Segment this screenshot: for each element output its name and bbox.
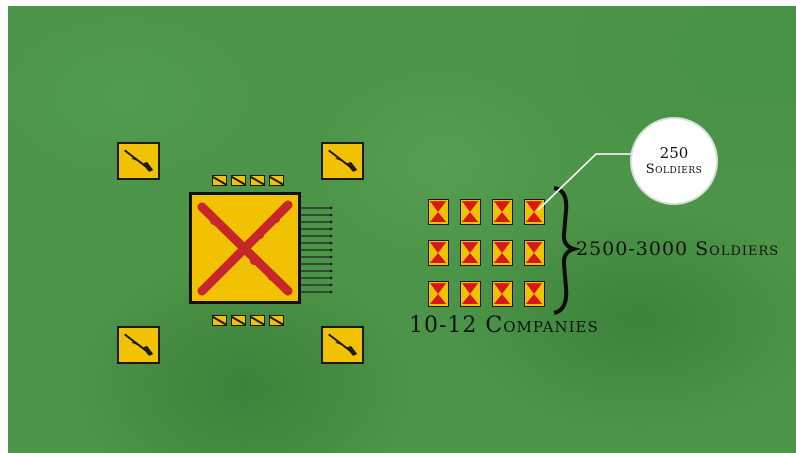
callout-unit: Soldiers [645, 162, 703, 177]
hourglass-icon [525, 283, 543, 304]
musketeer-box-bottom-right [321, 326, 364, 364]
rifle-icon [328, 333, 358, 356]
company-unit [492, 281, 513, 307]
hourglass-icon [429, 242, 447, 263]
musketeer-box-top-right [321, 142, 364, 180]
company-unit [460, 281, 481, 307]
hourglass-icon [493, 283, 511, 304]
company-unit [428, 281, 449, 307]
hourglass-icon [461, 242, 479, 263]
hourglass-icon [429, 283, 447, 304]
shot-unit [269, 315, 284, 326]
company-unit [524, 240, 545, 266]
shot-unit [250, 315, 265, 326]
company-unit [524, 281, 545, 307]
total-soldiers-label: 2500-3000 Soldiers [576, 238, 780, 260]
company-unit [492, 199, 513, 225]
hourglass-icon [493, 242, 511, 263]
musketeer-box-top-left [117, 142, 160, 180]
rifle-icon [328, 149, 358, 172]
musketeer-box-bottom-left [117, 326, 160, 364]
hourglass-icon [525, 242, 543, 263]
company-unit [492, 240, 513, 266]
company-unit [428, 240, 449, 266]
company-unit [460, 199, 481, 225]
companies-grid [428, 199, 548, 307]
shot-row-bottom [212, 315, 284, 326]
hourglass-icon [525, 201, 543, 222]
pikes [300, 206, 334, 298]
rifle-icon [124, 149, 154, 172]
shot-unit [212, 315, 227, 326]
callout-line [537, 153, 632, 211]
shot-unit [269, 175, 284, 186]
hourglass-icon [461, 283, 479, 304]
shot-unit [212, 175, 227, 186]
hourglass-icon [429, 201, 447, 222]
pike-block [189, 192, 301, 304]
annotation-lines [537, 153, 632, 315]
hourglass-icon [493, 201, 511, 222]
company-unit [524, 199, 545, 225]
rifle-icon [124, 333, 154, 356]
company-unit [428, 199, 449, 225]
shot-unit [231, 315, 246, 326]
shot-unit [231, 175, 246, 186]
burgundy-cross-icon [197, 200, 293, 296]
hourglass-icon [461, 201, 479, 222]
shot-unit [250, 175, 265, 186]
pikes-icon [300, 206, 333, 294]
shot-row-top [212, 175, 284, 186]
company-unit [460, 240, 481, 266]
callout-count: 250 [659, 144, 689, 162]
companies-label: 10-12 Companies [409, 313, 599, 338]
callout-circle: 250 Soldiers [630, 117, 718, 205]
battlefield-background: 250 Soldiers 2500-3000 Soldiers 10-12 Co… [8, 6, 796, 453]
curly-brace [553, 186, 582, 315]
